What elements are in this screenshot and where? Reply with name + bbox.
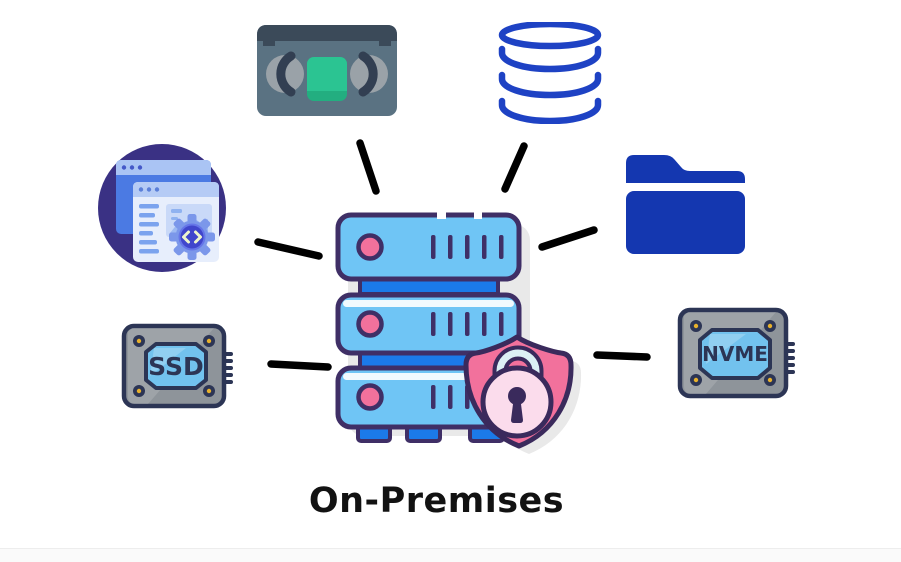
- browser-windows-gear-icon: [98, 144, 226, 272]
- ssd-screws: [133, 335, 215, 397]
- line-database-server: [501, 142, 528, 193]
- line-server-nvme: [593, 351, 651, 361]
- code-brackets-icon: [182, 230, 202, 244]
- line-ssd-server: [267, 360, 332, 371]
- nvme-drive-icon: NVME: [677, 307, 795, 399]
- line-tape-server: [356, 139, 380, 195]
- tape-cassette-icon: [257, 25, 397, 116]
- line-webapp-server: [254, 238, 323, 260]
- folder-icon: [626, 155, 745, 254]
- bottom-edge-bar: [0, 548, 901, 562]
- ssd-drive-icon: SSD: [121, 323, 233, 409]
- padlock-icon: [480, 345, 554, 439]
- security-shield-icon: [463, 334, 574, 449]
- server-status-dots: [356, 233, 384, 411]
- database-icon: [498, 22, 602, 124]
- code-gear-icon: [169, 214, 215, 260]
- diagram-caption: On-Premises: [308, 481, 565, 521]
- nvme-screws: [690, 320, 776, 386]
- server-rack-shield-lock-icon: [335, 210, 582, 454]
- nvme-label: NVME: [702, 342, 768, 366]
- ssd-label: SSD: [148, 352, 204, 381]
